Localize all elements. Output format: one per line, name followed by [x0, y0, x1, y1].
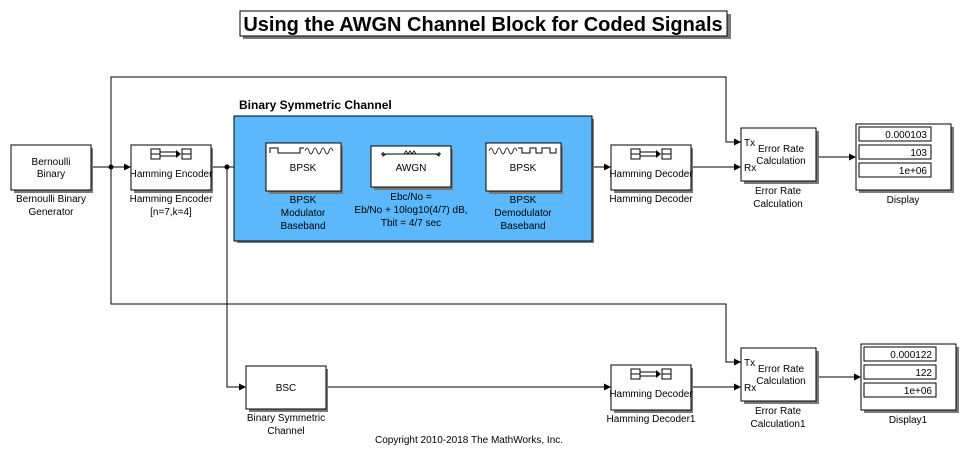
display-value-bits: 1e+06	[899, 166, 928, 177]
bsc-caption-2: Channel	[267, 426, 304, 437]
display1-value-errors: 122	[915, 368, 932, 379]
erc1-text-1: Error Rate	[758, 364, 805, 375]
erc-caption-2: Calculation	[753, 199, 802, 210]
bsc-caption-1: Binary Symmetric	[247, 413, 325, 424]
decoder-icon	[630, 148, 672, 160]
hamming-decoder1-block[interactable]: Hamming Decoder Hamming Decoder1	[607, 364, 696, 425]
erc1-tx-port: Tx	[744, 358, 755, 369]
error-rate-calculation-block[interactable]: Tx Rx Error Rate Calculation Error Rate …	[740, 127, 819, 210]
hamming-encoder-block[interactable]: Hamming Encoder Hamming Encoder [n=7,k=4…	[130, 144, 213, 218]
decoder-caption: Hamming Decoder	[609, 194, 693, 205]
display-caption: Display	[887, 195, 920, 206]
encoder-caption-1: Hamming Encoder	[130, 194, 213, 205]
erc1-rx-port: Rx	[744, 383, 756, 394]
copyright-text: Copyright 2010-2018 The MathWorks, Inc.	[375, 435, 563, 446]
hamming-decoder-block[interactable]: Hamming Decoder Hamming Decoder	[609, 144, 693, 205]
awgn-text: AWGN	[396, 163, 427, 174]
display-value-ber: 0.000103	[885, 130, 927, 141]
erc-tx-port: Tx	[744, 138, 755, 149]
erc1-caption-2: Calculation1	[750, 419, 805, 430]
bpsk-demodulator-block[interactable]: BPSK BPSK Demodulator Baseband	[485, 142, 563, 232]
modulator-text: BPSK	[290, 163, 317, 174]
decoder1-caption: Hamming Decoder1	[607, 414, 696, 425]
erc-caption-1: Error Rate	[755, 186, 802, 197]
display1-caption: Display1	[889, 415, 928, 426]
modulator-caption-3: Baseband	[280, 221, 325, 232]
erc1-caption-1: Error Rate	[755, 406, 802, 417]
bsc-block[interactable]: BSC Binary Symmetric Channel	[245, 365, 328, 437]
erc-text-1: Error Rate	[758, 144, 805, 155]
subsystem-label: Binary Symmetric Channel	[239, 98, 392, 112]
awgn-caption-2: Eb/No + 10log10(4/7) dB,	[354, 205, 467, 216]
model-title: Using the AWGN Channel Block for Coded S…	[239, 10, 731, 39]
erc1-text-2: Calculation	[756, 376, 805, 387]
decoder1-icon	[630, 368, 672, 380]
awgn-caption-1: Ebc/No =	[390, 192, 432, 203]
demodulator-icon	[488, 147, 557, 155]
bpsk-modulator-block[interactable]: BPSK BPSK Modulator Baseband	[265, 142, 343, 232]
demodulator-caption-1: BPSK	[510, 195, 537, 206]
encoder-icon	[150, 148, 192, 160]
encoder-text: Hamming Encoder	[130, 169, 213, 180]
bernoulli-text-2: Binary	[37, 169, 65, 180]
display1-value-ber: 0.000122	[890, 350, 932, 361]
awgn-channel-block[interactable]: AWGN Ebc/No = Eb/No + 10log10(4/7) dB, T…	[354, 145, 468, 229]
demodulator-caption-3: Baseband	[500, 221, 545, 232]
bernoulli-caption-2: Generator	[28, 207, 74, 218]
bsc-text: BSC	[276, 383, 297, 394]
bernoulli-caption-1: Bernoulli Binary	[16, 194, 86, 205]
encoder-caption-2: [n=7,k=4]	[150, 207, 192, 218]
modulator-icon	[269, 147, 334, 155]
demodulator-text: BPSK	[510, 163, 537, 174]
awgn-icon	[381, 150, 441, 157]
demodulator-caption-2: Demodulator	[494, 208, 552, 219]
decoder-text: Hamming Decoder	[609, 169, 693, 180]
error-rate-calculation1-block[interactable]: Tx Rx Error Rate Calculation Error Rate …	[740, 347, 819, 430]
decoder1-text: Hamming Decoder	[609, 389, 693, 400]
display1-value-bits: 1e+06	[904, 386, 933, 397]
bernoulli-text-1: Bernoulli	[32, 157, 71, 168]
display-value-errors: 103	[910, 148, 927, 159]
display1-block[interactable]: 0.000122 122 1e+06 Display1	[860, 343, 959, 426]
bernoulli-binary-generator-block[interactable]: Bernoulli Binary Bernoulli Binary Genera…	[10, 144, 93, 218]
erc-rx-port: Rx	[744, 163, 756, 174]
modulator-caption-2: Modulator	[281, 208, 326, 219]
display-block[interactable]: 0.000103 103 1e+06 Display	[855, 123, 954, 206]
awgn-caption-3: Tbit = 4/7 sec	[381, 218, 441, 229]
modulator-caption-1: BPSK	[290, 195, 317, 206]
erc-text-2: Calculation	[756, 156, 805, 167]
title-text: Using the AWGN Channel Block for Coded S…	[243, 14, 722, 36]
